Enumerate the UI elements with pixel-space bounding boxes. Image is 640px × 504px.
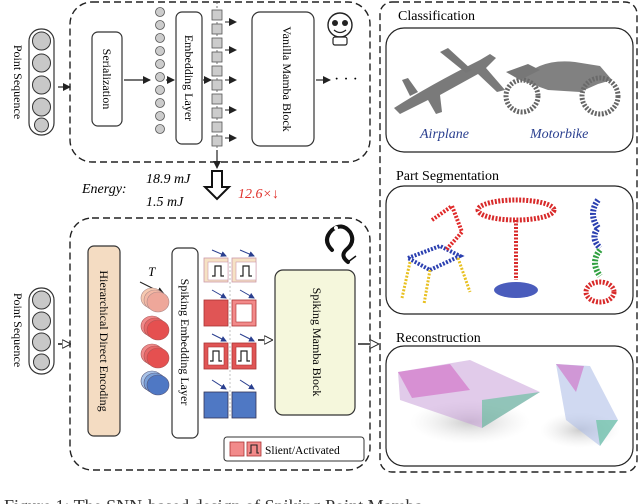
vanilla-mamba-label: Vanilla Mamba Block xyxy=(280,26,294,131)
robot-icon xyxy=(327,12,353,46)
figure-caption: Figure 1: The SNN-based design of Spikin… xyxy=(4,496,427,504)
spike-cubes xyxy=(203,257,257,419)
bottom-pipeline: Point Sequence Hierarchical Direct Encod… xyxy=(11,217,371,471)
vase-cloud xyxy=(583,198,617,305)
serialization-label: Serialization xyxy=(100,49,114,110)
energy-section: Energy: 18.9 mJ 1.5 mJ 12.6×↓ xyxy=(81,150,279,210)
motorbike-cloud xyxy=(503,61,621,117)
encoding-label: Hierarchical Direct Encoding xyxy=(97,270,111,411)
classification-title: Classification xyxy=(398,9,475,24)
legend-label: Slient/Activated xyxy=(265,445,340,457)
motorbike-label: Motorbike xyxy=(529,127,588,142)
spiking-embedding-label: Spiking Embedding Layer xyxy=(178,279,192,406)
results-dashed-box xyxy=(379,1,638,473)
serialization-box xyxy=(91,31,123,127)
energy-top-value: 18.9 mJ xyxy=(146,172,191,187)
connection-arrows xyxy=(211,249,255,418)
airplane-cloud xyxy=(394,48,505,114)
snake-icon xyxy=(325,224,357,264)
part-segmentation-title: Part Segmentation xyxy=(396,169,499,184)
bottom-input-label: Point Sequence xyxy=(11,293,25,367)
top-input-label: Point Sequence xyxy=(11,45,25,119)
table-cloud xyxy=(475,197,557,298)
bottom-input-column xyxy=(28,287,55,375)
chair-cloud xyxy=(400,202,472,305)
bottom-dashed-box xyxy=(69,217,371,471)
energy-label: Energy: xyxy=(81,182,127,197)
continuation-ellipsis: · · · xyxy=(334,71,358,88)
part-segmentation-panel xyxy=(385,185,634,315)
energy-bottom-value: 1.5 mJ xyxy=(146,195,184,210)
top-input-column xyxy=(28,28,55,136)
feature-column xyxy=(211,2,223,150)
reconstruction-cloud-right xyxy=(556,364,618,446)
spike-stacks xyxy=(140,287,170,396)
embedding-layer-box xyxy=(175,11,203,145)
energy-reduction: 12.6×↓ xyxy=(238,187,279,202)
encoding-box xyxy=(87,245,121,437)
vanilla-mamba-box xyxy=(251,11,315,147)
spiking-embedding-box xyxy=(171,247,199,439)
top-dashed-box xyxy=(69,1,371,163)
reconstruction-cloud-left xyxy=(398,360,540,428)
results-panel: Classification Airplane Motorbike Part S… xyxy=(379,1,638,473)
reconstruction-title: Reconstruction xyxy=(396,331,481,346)
top-pipeline: Point Sequence Serialization Embedding L… xyxy=(11,1,371,163)
time-symbol: T xyxy=(148,264,156,279)
token-column xyxy=(155,7,165,134)
airplane-label: Airplane xyxy=(419,127,469,142)
spiking-mamba-box xyxy=(274,269,356,416)
embedding-layer-label: Embedding Layer xyxy=(182,35,196,121)
down-arrow-icon xyxy=(202,170,232,201)
legend: Slient/Activated xyxy=(223,436,365,462)
spiking-mamba-label: Spiking Mamba Block xyxy=(310,288,324,397)
